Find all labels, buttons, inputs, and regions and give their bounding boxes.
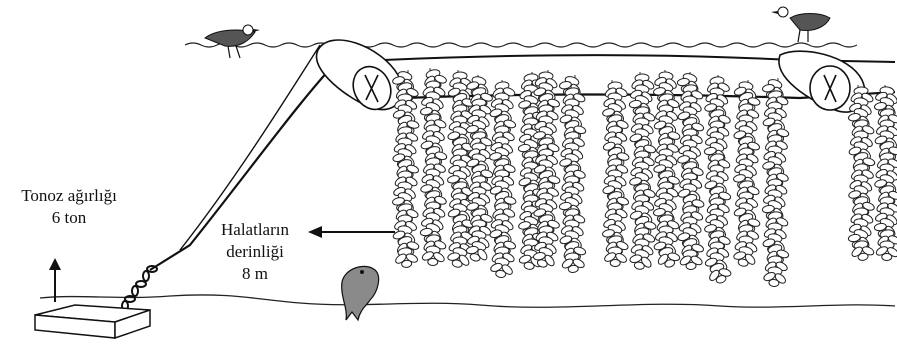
mussel-rope-icon <box>871 85 897 261</box>
mussel-rope-icon <box>730 80 763 269</box>
depth-arrow <box>308 226 395 238</box>
mussel-rope-icon <box>556 74 589 274</box>
seabed-line <box>40 295 895 307</box>
rope-depth-line3: 8 m <box>200 263 310 285</box>
mussel-rope-icon <box>674 70 708 270</box>
fish-icon <box>342 266 379 320</box>
weight-arrow <box>49 258 61 302</box>
chain-icon <box>122 266 157 311</box>
mussel-rope-icon <box>759 77 792 288</box>
buoy-icon <box>316 40 402 116</box>
seagull-icon <box>771 7 830 42</box>
mussel-rope-icon <box>701 75 735 287</box>
anchor-weight-line2: 6 ton <box>4 207 134 229</box>
mussel-rope-icon <box>599 80 632 267</box>
water-surface <box>185 43 857 47</box>
mussel-rope-icon <box>626 72 660 272</box>
rope-depth-label: Halatların derinliği 8 m <box>200 219 310 285</box>
anchor-weight-line1: Tonoz ağırlığı <box>4 185 134 207</box>
rope-depth-line1: Halatların <box>200 219 310 241</box>
mussel-rope-icon <box>486 80 519 279</box>
rope-depth-line2: derinliği <box>200 241 310 263</box>
anchor-block-icon <box>35 305 150 338</box>
anchor-weight-label: Tonoz ağırlığı 6 ton <box>4 185 134 229</box>
seagull-icon <box>205 25 260 58</box>
